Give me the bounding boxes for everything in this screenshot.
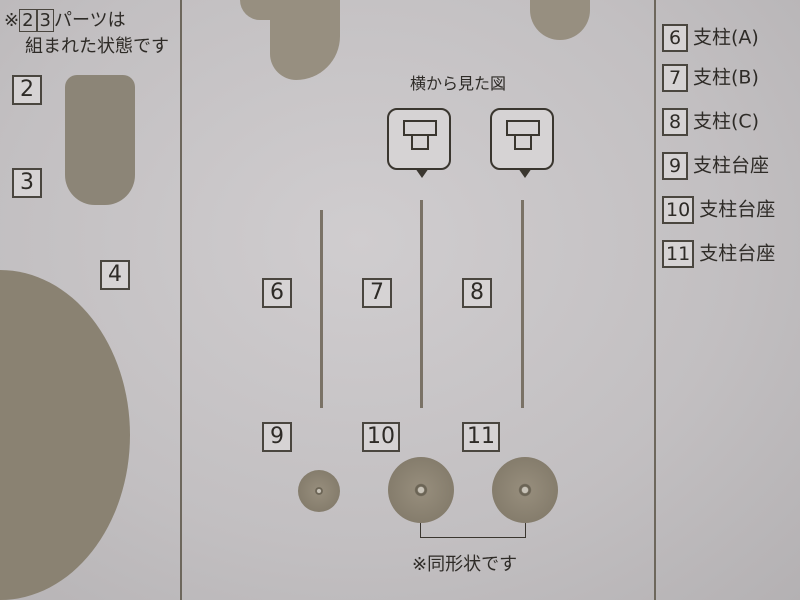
note-part-2: 2 bbox=[19, 9, 37, 32]
large-disc-part-4 bbox=[0, 270, 130, 600]
parts-list-number: 8 bbox=[662, 108, 688, 136]
parts-list-number: 6 bbox=[662, 24, 688, 52]
assembly-note-line2: 組まれた状態です bbox=[25, 36, 169, 57]
parts-list-name: 支柱(A) bbox=[693, 26, 759, 49]
side-view-bubble-8 bbox=[490, 108, 554, 178]
part-illustration-top bbox=[270, 0, 340, 80]
same-shape-bracket bbox=[420, 523, 526, 538]
note-suffix: パーツは bbox=[54, 10, 126, 31]
rod-8 bbox=[521, 200, 524, 408]
parts-list-name: 支柱台座 bbox=[693, 154, 770, 177]
parts-list-number: 11 bbox=[662, 240, 695, 268]
parts-list-name: 支柱台座 bbox=[699, 242, 776, 265]
parts-list-name: 支柱(B) bbox=[693, 66, 759, 89]
label-part-11: 11 bbox=[462, 422, 500, 452]
parts-list-number: 7 bbox=[662, 64, 688, 92]
side-view-caption: 横から見た図 bbox=[410, 74, 507, 93]
same-shape-note: ※同形状です bbox=[412, 554, 518, 575]
label-part-6: 6 bbox=[262, 278, 292, 308]
parts-list-name: 支柱(C) bbox=[693, 110, 760, 133]
note-mark: ※ bbox=[4, 10, 20, 31]
rod-7 bbox=[420, 200, 423, 408]
rod-6 bbox=[320, 210, 323, 408]
part-illustration-top-right bbox=[530, 0, 590, 40]
base-disc-9 bbox=[298, 470, 340, 512]
base-disc-11 bbox=[492, 457, 558, 523]
divider-left bbox=[180, 0, 182, 600]
label-part-10: 10 bbox=[362, 422, 400, 452]
label-part-3: 3 bbox=[12, 168, 42, 198]
label-part-8: 8 bbox=[462, 278, 492, 308]
base-disc-10 bbox=[388, 457, 454, 523]
parts-list-name: 支柱台座 bbox=[699, 198, 776, 221]
label-part-4: 4 bbox=[100, 260, 130, 290]
label-part-9: 9 bbox=[262, 422, 292, 452]
label-part-7: 7 bbox=[362, 278, 392, 308]
label-part-2: 2 bbox=[12, 75, 42, 105]
note-part-3: 3 bbox=[36, 9, 54, 32]
seat-part-illustration bbox=[65, 75, 135, 205]
parts-list-number: 9 bbox=[662, 152, 688, 180]
side-view-bubble-7 bbox=[387, 108, 451, 178]
divider-right bbox=[654, 0, 656, 600]
parts-list-number: 10 bbox=[662, 196, 695, 224]
